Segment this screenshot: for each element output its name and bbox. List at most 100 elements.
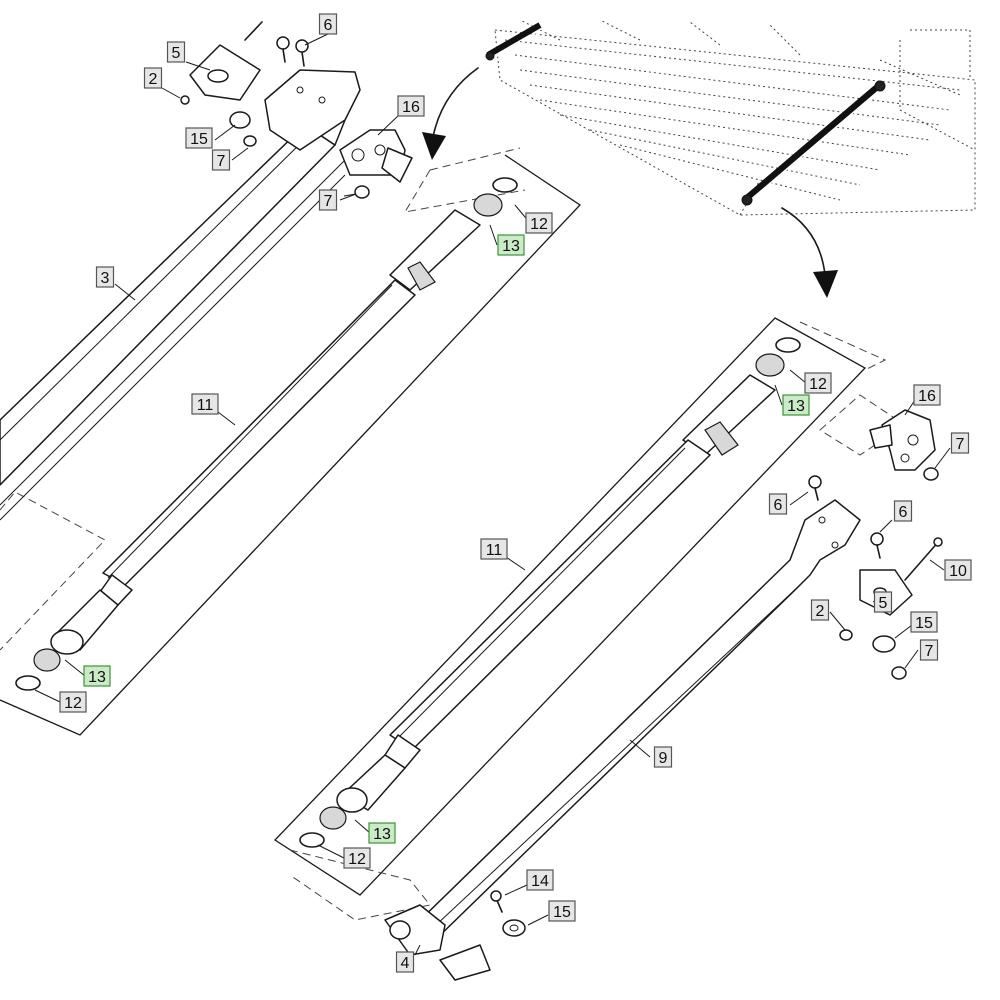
callout-l11a: 11 bbox=[191, 393, 219, 415]
callout-number: 6 bbox=[324, 17, 333, 34]
shaft-11-right bbox=[299, 337, 801, 848]
callout-number: 11 bbox=[486, 542, 503, 559]
callout-box bbox=[526, 869, 554, 891]
callout-box bbox=[185, 127, 213, 149]
callout-number: 15 bbox=[190, 131, 208, 148]
callout-box bbox=[143, 67, 163, 89]
callout-box bbox=[480, 538, 508, 560]
callout-l7a: 7 bbox=[211, 149, 231, 171]
callout-l3: 3 bbox=[95, 266, 115, 288]
rail-9 bbox=[384, 409, 943, 981]
callout-box bbox=[782, 394, 810, 416]
callout-l7b: 7 bbox=[318, 189, 338, 211]
callout-box bbox=[166, 41, 186, 63]
callout-box bbox=[873, 591, 893, 613]
callout-box bbox=[318, 189, 338, 211]
callout-l5b: 5 bbox=[873, 591, 893, 613]
callout-box bbox=[950, 432, 970, 454]
callout-l14: 14 bbox=[526, 869, 554, 891]
callout-box bbox=[919, 639, 939, 661]
callout-l5a: 5 bbox=[166, 41, 186, 63]
callout-number: 13 bbox=[373, 826, 391, 843]
callout-l16a: 16 bbox=[397, 95, 425, 117]
callout-l6c: 6 bbox=[893, 500, 913, 522]
leader-lines bbox=[34, 33, 951, 956]
callout-number: 4 bbox=[401, 955, 410, 972]
callout-box bbox=[910, 611, 938, 633]
callout-l7d: 7 bbox=[919, 639, 939, 661]
machine-overview bbox=[422, 19, 976, 298]
callout-number: 10 bbox=[949, 563, 967, 580]
callout-number: 16 bbox=[918, 388, 936, 405]
callout-l7c: 7 bbox=[950, 432, 970, 454]
callout-l16b: 16 bbox=[913, 384, 941, 406]
callout-number: 7 bbox=[925, 643, 934, 660]
shaft-11-left bbox=[15, 177, 518, 691]
callout-number: 3 bbox=[101, 270, 110, 287]
callout-l12d: 12 bbox=[343, 847, 371, 869]
callout-box bbox=[343, 847, 371, 869]
callout-number: 12 bbox=[64, 695, 82, 712]
callout-l12a: 12 bbox=[525, 212, 553, 234]
callout-l2a: 2 bbox=[143, 67, 163, 89]
callout-box bbox=[653, 746, 673, 768]
callout-box bbox=[548, 900, 576, 922]
callout-box bbox=[804, 372, 832, 394]
callout-l9: 9 bbox=[653, 746, 673, 768]
callout-number: 11 bbox=[197, 397, 214, 414]
callout-number: 12 bbox=[809, 376, 827, 393]
callout-number: 5 bbox=[172, 45, 181, 62]
callout-box bbox=[395, 951, 415, 973]
callout-number: 9 bbox=[659, 750, 668, 767]
callout-number: 6 bbox=[899, 504, 908, 521]
callout-l6a: 6 bbox=[318, 13, 338, 35]
callout-number: 7 bbox=[217, 153, 226, 170]
callout-box bbox=[893, 500, 913, 522]
callout-l15a: 15 bbox=[185, 127, 213, 149]
callout-number: 2 bbox=[149, 71, 158, 88]
callout-l13c: 13 bbox=[782, 394, 810, 416]
callout-box bbox=[95, 266, 115, 288]
callout-number: 15 bbox=[915, 615, 933, 632]
callout-l15b: 15 bbox=[910, 611, 938, 633]
callout-number: 12 bbox=[530, 216, 548, 233]
callout-box bbox=[810, 599, 830, 621]
callout-number: 12 bbox=[348, 851, 366, 868]
callout-box bbox=[83, 665, 111, 687]
callout-box bbox=[318, 13, 338, 35]
callout-l13b: 13 bbox=[83, 665, 111, 687]
callout-number: 13 bbox=[787, 398, 805, 415]
callout-l13a: 13 bbox=[497, 234, 525, 256]
callout-number: 15 bbox=[553, 904, 571, 921]
callout-number: 7 bbox=[324, 193, 333, 210]
bracket-left bbox=[180, 21, 413, 199]
callout-l12b: 12 bbox=[59, 691, 87, 713]
callout-number: 14 bbox=[531, 873, 549, 890]
callout-l12c: 12 bbox=[804, 372, 832, 394]
callout-box bbox=[497, 234, 525, 256]
callout-box bbox=[191, 393, 219, 415]
callout-number: 7 bbox=[956, 436, 965, 453]
shaft-3 bbox=[0, 99, 346, 521]
callout-box bbox=[397, 95, 425, 117]
callout-box bbox=[59, 691, 87, 713]
callout-number: 2 bbox=[816, 603, 825, 620]
callout-box bbox=[368, 822, 396, 844]
callout-l11b: 11 bbox=[480, 538, 508, 560]
callout-number: 5 bbox=[879, 595, 888, 612]
callout-box bbox=[525, 212, 553, 234]
callout-box bbox=[211, 149, 231, 171]
callout-number: 6 bbox=[774, 497, 783, 514]
callout-box bbox=[944, 559, 972, 581]
callout-number: 13 bbox=[502, 238, 520, 255]
callout-l6b: 6 bbox=[768, 493, 788, 515]
callout-l13d: 13 bbox=[368, 822, 396, 844]
callout-box bbox=[768, 493, 788, 515]
callout-l4: 4 bbox=[395, 951, 415, 973]
callout-l2b: 2 bbox=[810, 599, 830, 621]
callout-l10: 10 bbox=[944, 559, 972, 581]
callout-l15c: 15 bbox=[548, 900, 576, 922]
callout-number: 16 bbox=[402, 99, 420, 116]
